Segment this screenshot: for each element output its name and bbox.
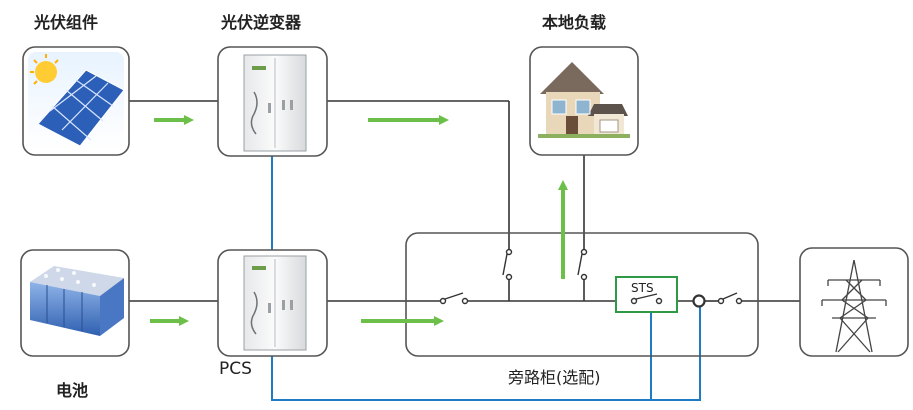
sts-label: STS: [631, 281, 654, 295]
inverter-cabinet-icon: [243, 255, 307, 351]
grid-box: [799, 247, 909, 357]
pcs-label: PCS: [219, 359, 252, 379]
bypass-cabinet-box: [405, 232, 759, 357]
bypass-cabinet-label: 旁路柜(选配): [508, 368, 601, 387]
local-load-box: [529, 46, 639, 156]
house-icon: [538, 62, 630, 138]
breaker-switch-load: [577, 248, 588, 281]
current-transformer-icon: [692, 294, 706, 308]
pv-modules-label: 光伏组件: [34, 13, 99, 32]
battery-pack-icon: [30, 266, 124, 336]
breaker-switch-pv: [502, 248, 513, 281]
pcs-box: [217, 249, 328, 357]
ac-wiring: [129, 100, 800, 302]
breaker-switch-grid: [717, 292, 743, 305]
battery-label: 电池: [56, 381, 89, 400]
pv-inverter-label: 光伏逆变器: [221, 13, 302, 32]
battery-box: [20, 249, 130, 357]
local-load-label: 本地负载: [542, 13, 607, 32]
pv-inverter-box: [217, 46, 328, 157]
inverter-cabinet-icon: [243, 54, 307, 152]
power-tower-icon: [821, 259, 887, 353]
breaker-switch-main: [439, 292, 469, 305]
pv-modules-box: [22, 46, 130, 156]
flow-arrows: [150, 115, 568, 326]
sts-switch: STS: [615, 276, 678, 313]
solar-panel-icon: [28, 52, 125, 150]
